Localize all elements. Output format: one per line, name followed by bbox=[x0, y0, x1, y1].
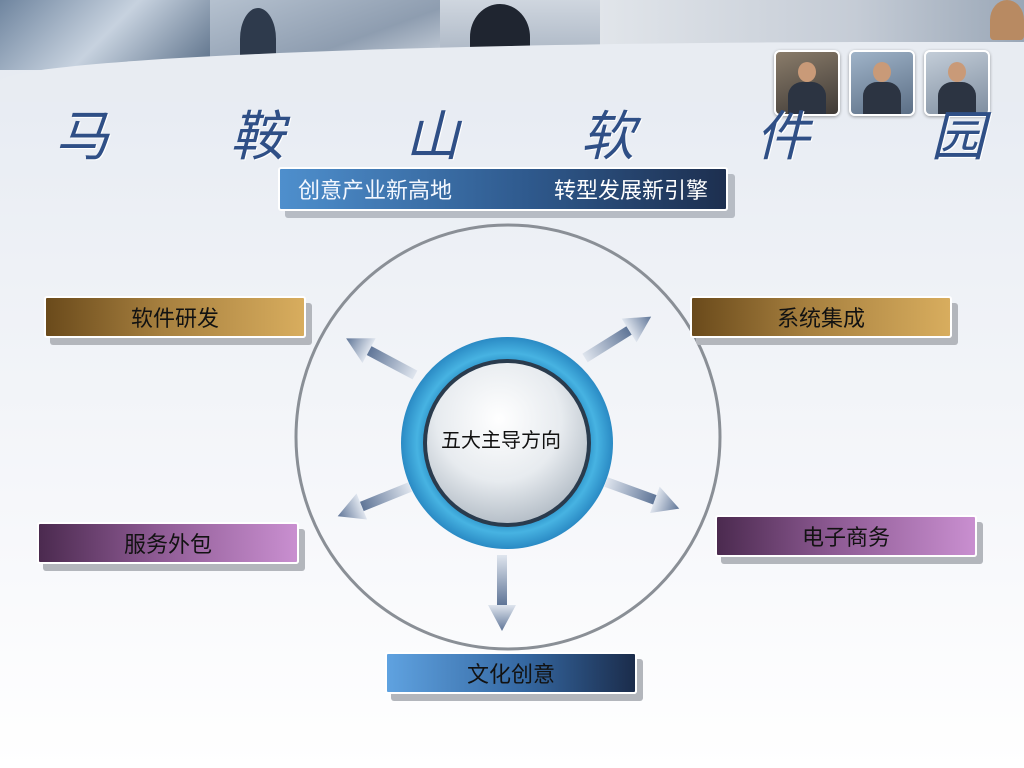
arrow-icon-top-right bbox=[582, 316, 652, 363]
direction-software-dev: 软件研发 bbox=[44, 296, 306, 338]
slogan-bar: 创意产业新高地 转型发展新引擎 bbox=[278, 167, 728, 211]
hub-core bbox=[427, 363, 587, 523]
slogan-right: 转型发展新引擎 bbox=[553, 179, 708, 204]
outer-ring bbox=[294, 223, 722, 651]
direction-system-integration: 系统集成 bbox=[690, 296, 952, 338]
arrow-icon-bottom bbox=[488, 555, 516, 631]
slogan-left: 创意产业新高地 bbox=[298, 179, 453, 204]
photo-thumbnail-3 bbox=[924, 50, 990, 116]
photo-thumbnail-1 bbox=[774, 50, 840, 116]
arrow-icon-bottom-right bbox=[604, 477, 680, 513]
direction-label: 服务外包 bbox=[123, 533, 212, 558]
direction-label: 系统集成 bbox=[776, 307, 865, 332]
photo-thumbnail-2 bbox=[849, 50, 915, 116]
direction-label: 软件研发 bbox=[130, 307, 219, 332]
banner-figure bbox=[990, 0, 1024, 40]
arrow-icon-top-left bbox=[346, 338, 418, 380]
hub-label: 五大主导方向 bbox=[441, 428, 561, 452]
direction-e-commerce: 电子商务 bbox=[715, 515, 977, 557]
direction-service-outsourcing: 服务外包 bbox=[37, 522, 299, 564]
direction-label: 文化创意 bbox=[466, 663, 555, 688]
direction-label: 电子商务 bbox=[801, 526, 890, 551]
arrow-icon-bottom-left bbox=[337, 482, 412, 520]
direction-culture-creative: 文化创意 bbox=[385, 652, 637, 694]
